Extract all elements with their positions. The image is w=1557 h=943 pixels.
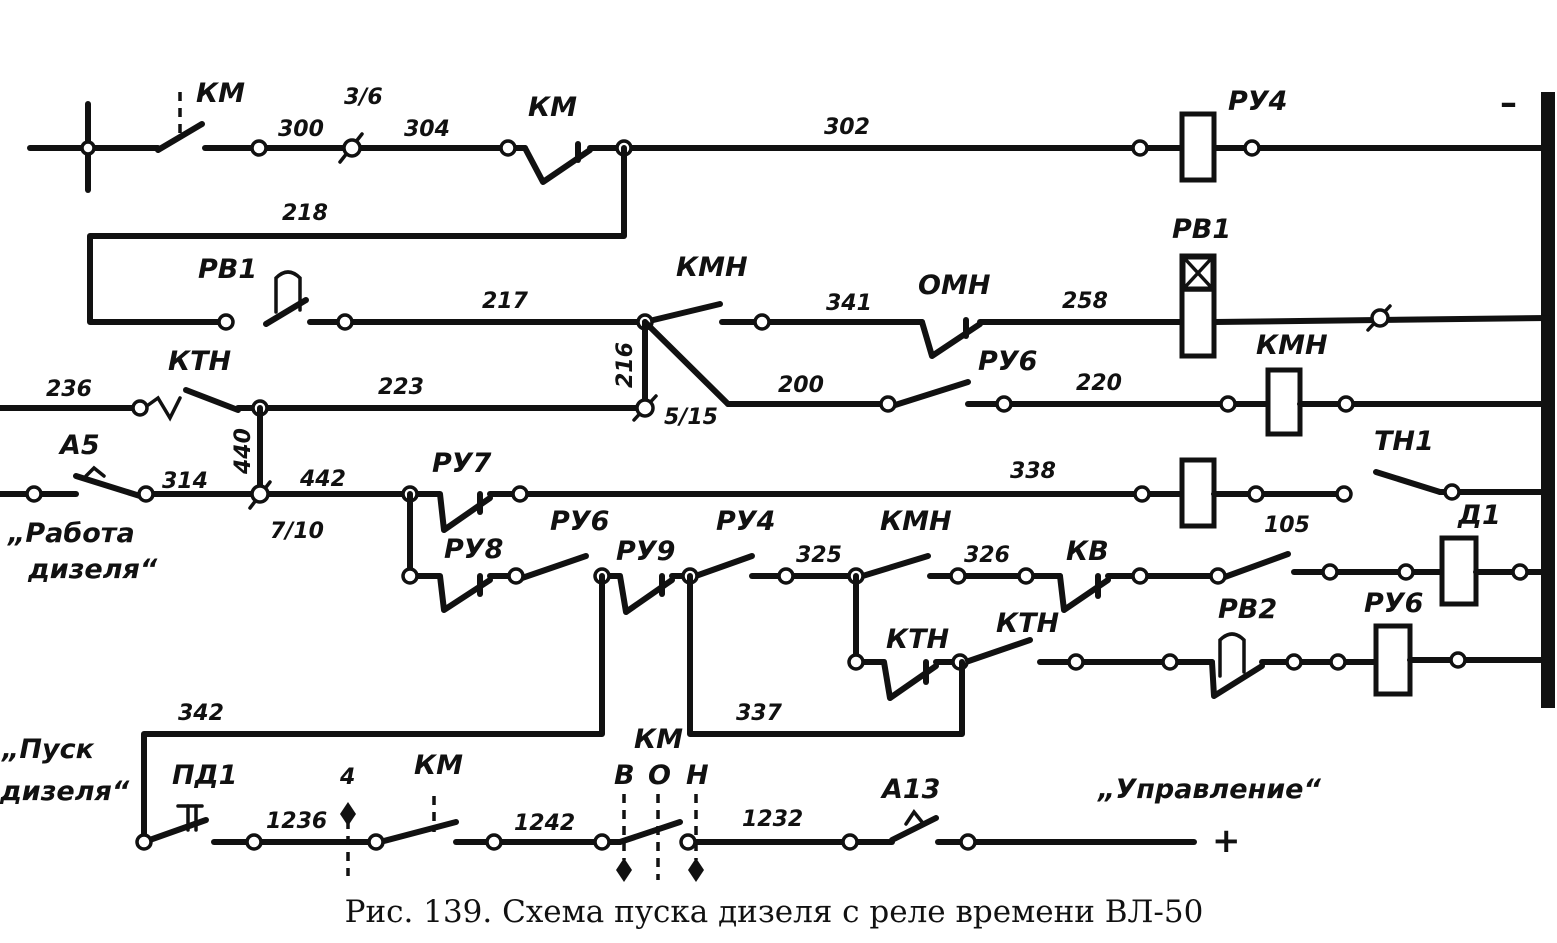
plus-sign: + bbox=[1212, 821, 1241, 861]
wire-200: 200 bbox=[778, 373, 824, 398]
wire-314: 314 bbox=[162, 469, 208, 494]
label-ru6-1: РУ6 bbox=[978, 346, 1037, 377]
row-2-circuit bbox=[217, 253, 1551, 359]
wire-1236: 1236 bbox=[266, 809, 327, 834]
note-pusk-2: дизеля“ bbox=[0, 776, 130, 807]
note-pusk-1: „Пуск bbox=[1, 734, 95, 765]
label-pos-n: Н bbox=[686, 760, 709, 791]
note-rabota-2: дизеля“ bbox=[27, 554, 158, 585]
label-kv: КВ bbox=[1066, 536, 1109, 567]
label-ru6-2: РУ6 bbox=[550, 506, 609, 537]
row-6-circuit bbox=[847, 623, 1551, 701]
label-km-bottom: КМ bbox=[414, 750, 463, 781]
wire-3-6: 3/6 bbox=[344, 85, 383, 110]
label-ktn-2: КТН bbox=[886, 624, 949, 655]
wire-236: 236 bbox=[46, 377, 92, 402]
wire-342: 342 bbox=[178, 701, 224, 726]
wire-1242: 1242 bbox=[514, 811, 575, 836]
label-km-top-2: КМ bbox=[528, 92, 577, 123]
wire-325: 325 bbox=[796, 543, 842, 568]
row-4-circuit bbox=[0, 457, 1551, 533]
wire-337: 337 bbox=[736, 701, 783, 726]
label-ru8: РУ8 bbox=[444, 534, 503, 565]
label-ru9: РУ9 bbox=[616, 536, 675, 567]
wire-216: 216 bbox=[613, 342, 638, 388]
label-ktn-1: КТН bbox=[168, 346, 231, 377]
wire-442: 442 bbox=[299, 467, 346, 492]
label-kmn-coil: КМН bbox=[1256, 330, 1328, 361]
link-218 bbox=[87, 145, 627, 325]
row-7-circuit bbox=[135, 794, 1197, 882]
label-d1: Д1 bbox=[1457, 500, 1501, 531]
label-tn1: ТН1 bbox=[1374, 426, 1434, 457]
wire-4: 4 bbox=[339, 765, 355, 790]
label-kmn-1: КМН bbox=[676, 252, 748, 283]
label-rv1-coil: РВ1 bbox=[1172, 214, 1231, 245]
wire-1232: 1232 bbox=[742, 807, 803, 832]
branch-216-200 bbox=[642, 319, 731, 411]
wire-300: 300 bbox=[278, 117, 324, 142]
wire-5-15: 5/15 bbox=[664, 405, 718, 430]
label-pos-o: О bbox=[648, 760, 671, 791]
label-rv2: РВ2 bbox=[1218, 594, 1277, 625]
row-3-circuit bbox=[0, 367, 1551, 437]
wire-220: 220 bbox=[1076, 371, 1122, 396]
wire-105: 105 bbox=[1264, 513, 1310, 538]
label-a5: А5 bbox=[58, 430, 100, 461]
label-ru6-coil: РУ6 bbox=[1364, 588, 1423, 619]
wire-7-10: 7/10 bbox=[270, 519, 324, 544]
wire-302: 302 bbox=[824, 115, 870, 140]
label-ru4-2: РУ4 bbox=[716, 506, 775, 537]
wire-218: 218 bbox=[282, 201, 328, 226]
note-rabota-1: „Работа bbox=[7, 518, 135, 549]
label-pos-v: В bbox=[614, 760, 635, 791]
label-ktn-3: КТН bbox=[996, 608, 1059, 639]
label-omn: ОМН bbox=[918, 270, 991, 301]
label-ru4-top: РУ4 bbox=[1228, 86, 1287, 117]
link-337 bbox=[687, 573, 965, 737]
minus-sign: – bbox=[1500, 83, 1517, 123]
link-342 bbox=[141, 573, 605, 845]
row-1-circuit bbox=[27, 92, 1551, 193]
label-km-top-1: КМ bbox=[196, 78, 245, 109]
label-rv1-left: РВ1 bbox=[198, 254, 257, 285]
wire-326: 326 bbox=[964, 543, 1010, 568]
wire-341: 341 bbox=[826, 291, 872, 316]
note-upravlenie: „Управление“ bbox=[1097, 774, 1321, 805]
wire-338: 338 bbox=[1010, 459, 1056, 484]
wire-258: 258 bbox=[1062, 289, 1108, 314]
label-pd1: ПД1 bbox=[172, 760, 237, 791]
label-km-switch: КМ bbox=[634, 724, 683, 755]
wire-223: 223 bbox=[378, 375, 424, 400]
label-a13: А13 bbox=[880, 774, 940, 805]
wire-217: 217 bbox=[482, 289, 529, 314]
wire-440: 440 bbox=[231, 428, 256, 475]
wire-304: 304 bbox=[404, 117, 450, 142]
figure-caption: Рис. 139. Схема пуска дизеля с реле врем… bbox=[345, 894, 1204, 930]
label-kmn-2: КМН bbox=[880, 506, 952, 537]
label-ru7: РУ7 bbox=[432, 448, 492, 479]
